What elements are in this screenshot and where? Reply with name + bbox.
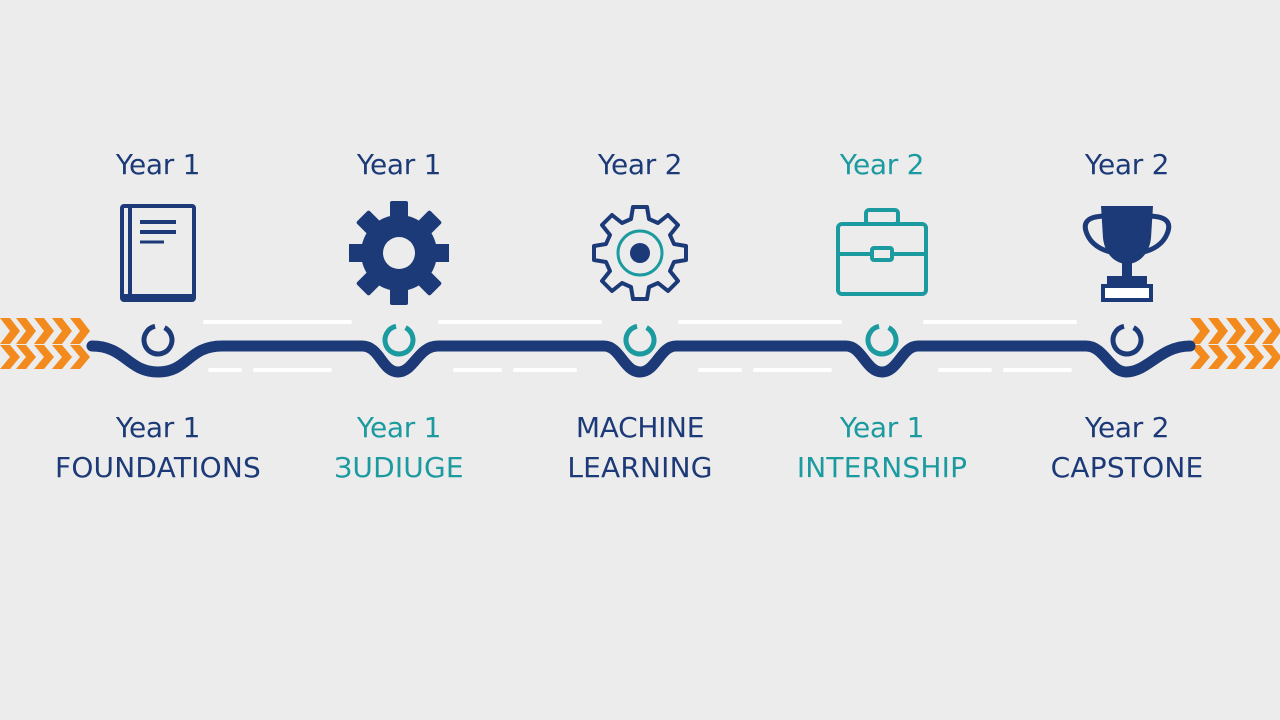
road-line	[86, 340, 1196, 378]
stage-label: Year 1 ЗUDIUGE	[259, 408, 539, 488]
stage-capstone: Year 2 Year 2 CAPSTONE	[1007, 0, 1247, 720]
stage-label-line1: MACHINE	[575, 411, 705, 444]
stage-label-line2: ЗUDIUGE	[334, 451, 464, 484]
gear-icon	[349, 198, 449, 308]
stage-top-year: Year 1	[115, 148, 201, 181]
stage-machine-learning: Year 2 MACHINE LEARNING	[520, 0, 760, 720]
stage-label-line2: FOUNDATIONS	[55, 451, 261, 484]
stage-label-line1: Year 1	[839, 411, 925, 444]
stage-label: Year 1 INTERNSHIP	[742, 408, 1022, 488]
stage-label-line1: Year 1	[356, 411, 442, 444]
right-chevrons	[1190, 318, 1280, 369]
stage-label: MACHINE LEARNING	[500, 408, 780, 488]
stage-marker	[1107, 320, 1147, 360]
stage-marker	[862, 320, 902, 360]
stage-label-line1: Year 1	[115, 411, 201, 444]
book-icon	[108, 198, 208, 308]
stage-marker	[138, 320, 178, 360]
stage-marker	[620, 320, 660, 360]
stage-label: Year 2 CAPSTONE	[987, 408, 1267, 488]
stage-label: Year 1 FOUNDATIONS	[18, 408, 298, 488]
stage-top-year: Year 1	[356, 148, 442, 181]
stage-label-line2: CAPSTONE	[1050, 451, 1204, 484]
stage-marker	[379, 320, 419, 360]
briefcase-icon	[832, 198, 932, 308]
stage-top-year: Year 2	[1084, 148, 1170, 181]
stage-label-line2: INTERNSHIP	[796, 451, 968, 484]
stage-internship: Year 2 Year 1 INTERNSHIP	[762, 0, 1002, 720]
stage-2: Year 1	[279, 0, 519, 720]
stage-label-line1: Year 2	[1084, 411, 1170, 444]
stage-foundations: Year 1 Year 1 FOUNDATIONS	[38, 0, 278, 720]
left-chevrons	[0, 318, 90, 369]
stage-top-year: Year 2	[597, 148, 683, 181]
trophy-icon	[1077, 198, 1177, 308]
gear-outline-icon	[590, 198, 690, 308]
stage-top-year: Year 2	[839, 148, 925, 181]
road-dashes	[203, 320, 1077, 372]
stage-label-line2: LEARNING	[567, 451, 713, 484]
